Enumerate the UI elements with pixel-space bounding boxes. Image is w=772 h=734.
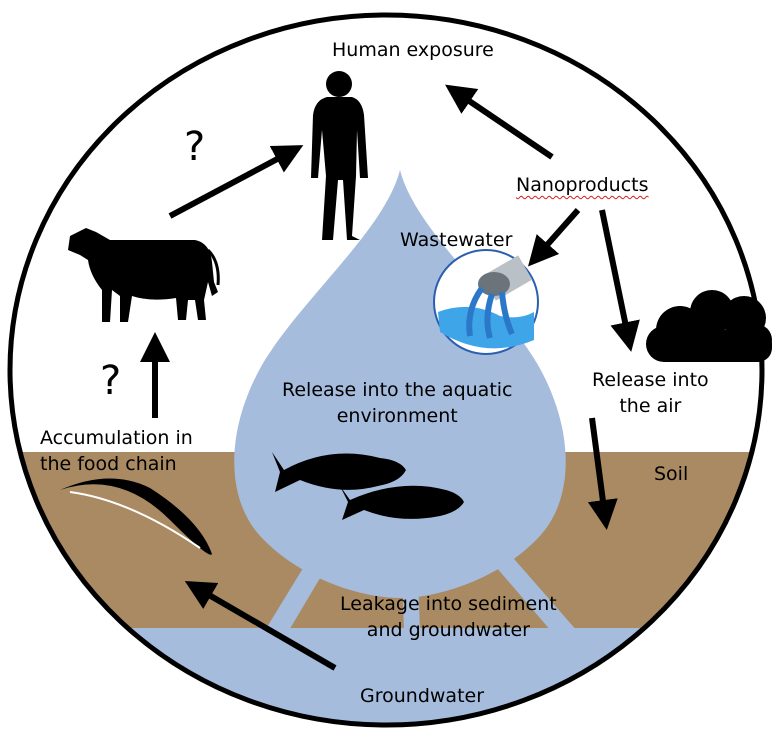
question-mark-top: ?	[184, 124, 205, 170]
label-release-air: Release into the air	[592, 368, 709, 419]
label-release-aquatic-line1: Release into the aquatic	[282, 378, 513, 404]
label-accumulation-line2: the food chain	[40, 452, 193, 478]
label-release-air-line2: the air	[592, 394, 709, 420]
label-accumulation: Accumulation in the food chain	[40, 426, 193, 477]
label-soil: Soil	[654, 462, 688, 488]
label-groundwater: Groundwater	[360, 684, 484, 710]
label-release-aquatic: Release into the aquatic environment	[282, 378, 513, 429]
label-leakage-line2: and groundwater	[340, 618, 557, 644]
label-leakage-line1: Leakage into sediment	[340, 592, 557, 618]
pipe-outfall-icon	[434, 250, 538, 354]
label-nanoproducts-text: Nanoproducts	[516, 174, 649, 196]
label-release-air-line1: Release into	[592, 368, 709, 394]
label-leakage: Leakage into sediment and groundwater	[340, 592, 557, 643]
question-mark-bottom: ?	[100, 358, 121, 404]
label-release-aquatic-line2: environment	[282, 404, 513, 430]
label-nanoproducts: Nanoproducts	[516, 173, 649, 199]
label-accumulation-line1: Accumulation in	[40, 426, 193, 452]
label-human-exposure: Human exposure	[332, 38, 494, 64]
label-wastewater: Wastewater	[400, 228, 512, 254]
